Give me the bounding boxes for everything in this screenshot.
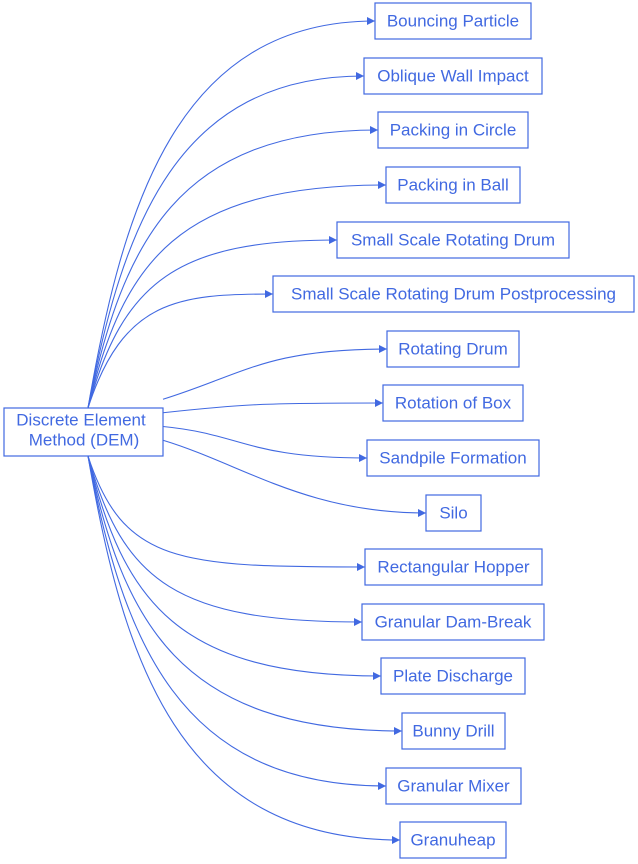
edges-layer [87,17,427,844]
node-packing-in-ball[interactable]: Packing in Ball [385,166,521,204]
node-label: Granuheap [410,831,495,850]
node-box [364,548,543,586]
node-box [377,111,529,149]
node-label: Oblique Wall Impact [377,67,529,86]
node-box [385,166,521,204]
node-box [401,712,506,750]
node-label: Plate Discharge [393,667,513,686]
edge-to-sandpile-formation [162,425,368,462]
node-packing-in-circle[interactable]: Packing in Circle [377,111,529,149]
edge-to-packing-in-circle [87,126,379,409]
edge-to-bouncing-particle [87,17,376,409]
node-plate-discharge[interactable]: Plate Discharge [380,657,526,695]
node-label: Sandpile Formation [379,449,526,468]
node-label: Rectangular Hopper [377,558,529,577]
node-label: Packing in Ball [397,176,509,195]
edge-to-plate-discharge [87,455,382,680]
edge-to-rotation-of-box [162,399,384,414]
node-box [272,275,635,313]
node-box [385,767,522,805]
edge-to-oblique-wall-impact [87,72,365,409]
root-node-label-line2: Method (DEM) [29,431,140,450]
edge-to-packing-in-ball [87,181,387,409]
node-small-scale-rotating-drum-postprocessing[interactable]: Small Scale Rotating Drum Postprocessing [272,275,635,313]
node-box [382,384,524,422]
node-label: Rotation of Box [395,394,512,413]
edge-to-bunny-drill [87,455,403,735]
node-box [363,57,543,95]
edge-to-granular-mixer [87,455,387,790]
node-label: Granular Dam-Break [375,613,532,632]
edge-to-small-scale-rotating-drum [87,236,338,409]
node-label: Bouncing Particle [387,12,519,31]
node-label: Rotating Drum [398,340,508,359]
node-sandpile-formation[interactable]: Sandpile Formation [366,439,540,477]
node-small-scale-rotating-drum[interactable]: Small Scale Rotating Drum [336,221,570,259]
node-box [374,2,532,40]
node-box [399,821,507,859]
node-silo[interactable]: Silo [425,494,482,532]
edge-to-granuheap [87,455,401,844]
node-granular-dam-break[interactable]: Granular Dam-Break [361,603,545,641]
node-label: Bunny Drill [412,722,494,741]
node-box [336,221,570,259]
node-label: Packing in Circle [390,121,517,140]
node-oblique-wall-impact[interactable]: Oblique Wall Impact [363,57,543,95]
edge-to-granular-dam-break [87,455,363,626]
edge-to-silo [162,439,427,517]
node-box [366,439,540,477]
edge-to-small-scale-rotating-drum-postprocessing [87,290,274,409]
node-rotation-of-box[interactable]: Rotation of Box [382,384,524,422]
node-box [361,603,545,641]
root-node-box [3,407,164,457]
node-bouncing-particle[interactable]: Bouncing Particle [374,2,532,40]
node-rectangular-hopper[interactable]: Rectangular Hopper [364,548,543,586]
node-granular-mixer[interactable]: Granular Mixer [385,767,522,805]
node-rotating-drum[interactable]: Rotating Drum [386,330,520,368]
root-node-label-line1: Discrete Element [16,411,146,430]
node-granuheap[interactable]: Granuheap [399,821,507,859]
edge-to-rectangular-hopper [87,455,366,571]
node-label: Silo [439,504,467,523]
node-box [380,657,526,695]
node-label: Small Scale Rotating Drum Postprocessing [291,285,616,304]
node-box [386,330,520,368]
edge-to-rotating-drum [162,345,388,400]
node-bunny-drill[interactable]: Bunny Drill [401,712,506,750]
node-label: Small Scale Rotating Drum [351,231,555,250]
node-box [425,494,482,532]
root-node-dem[interactable]: Discrete Element Method (DEM) [3,407,164,457]
node-label: Granular Mixer [397,777,510,796]
